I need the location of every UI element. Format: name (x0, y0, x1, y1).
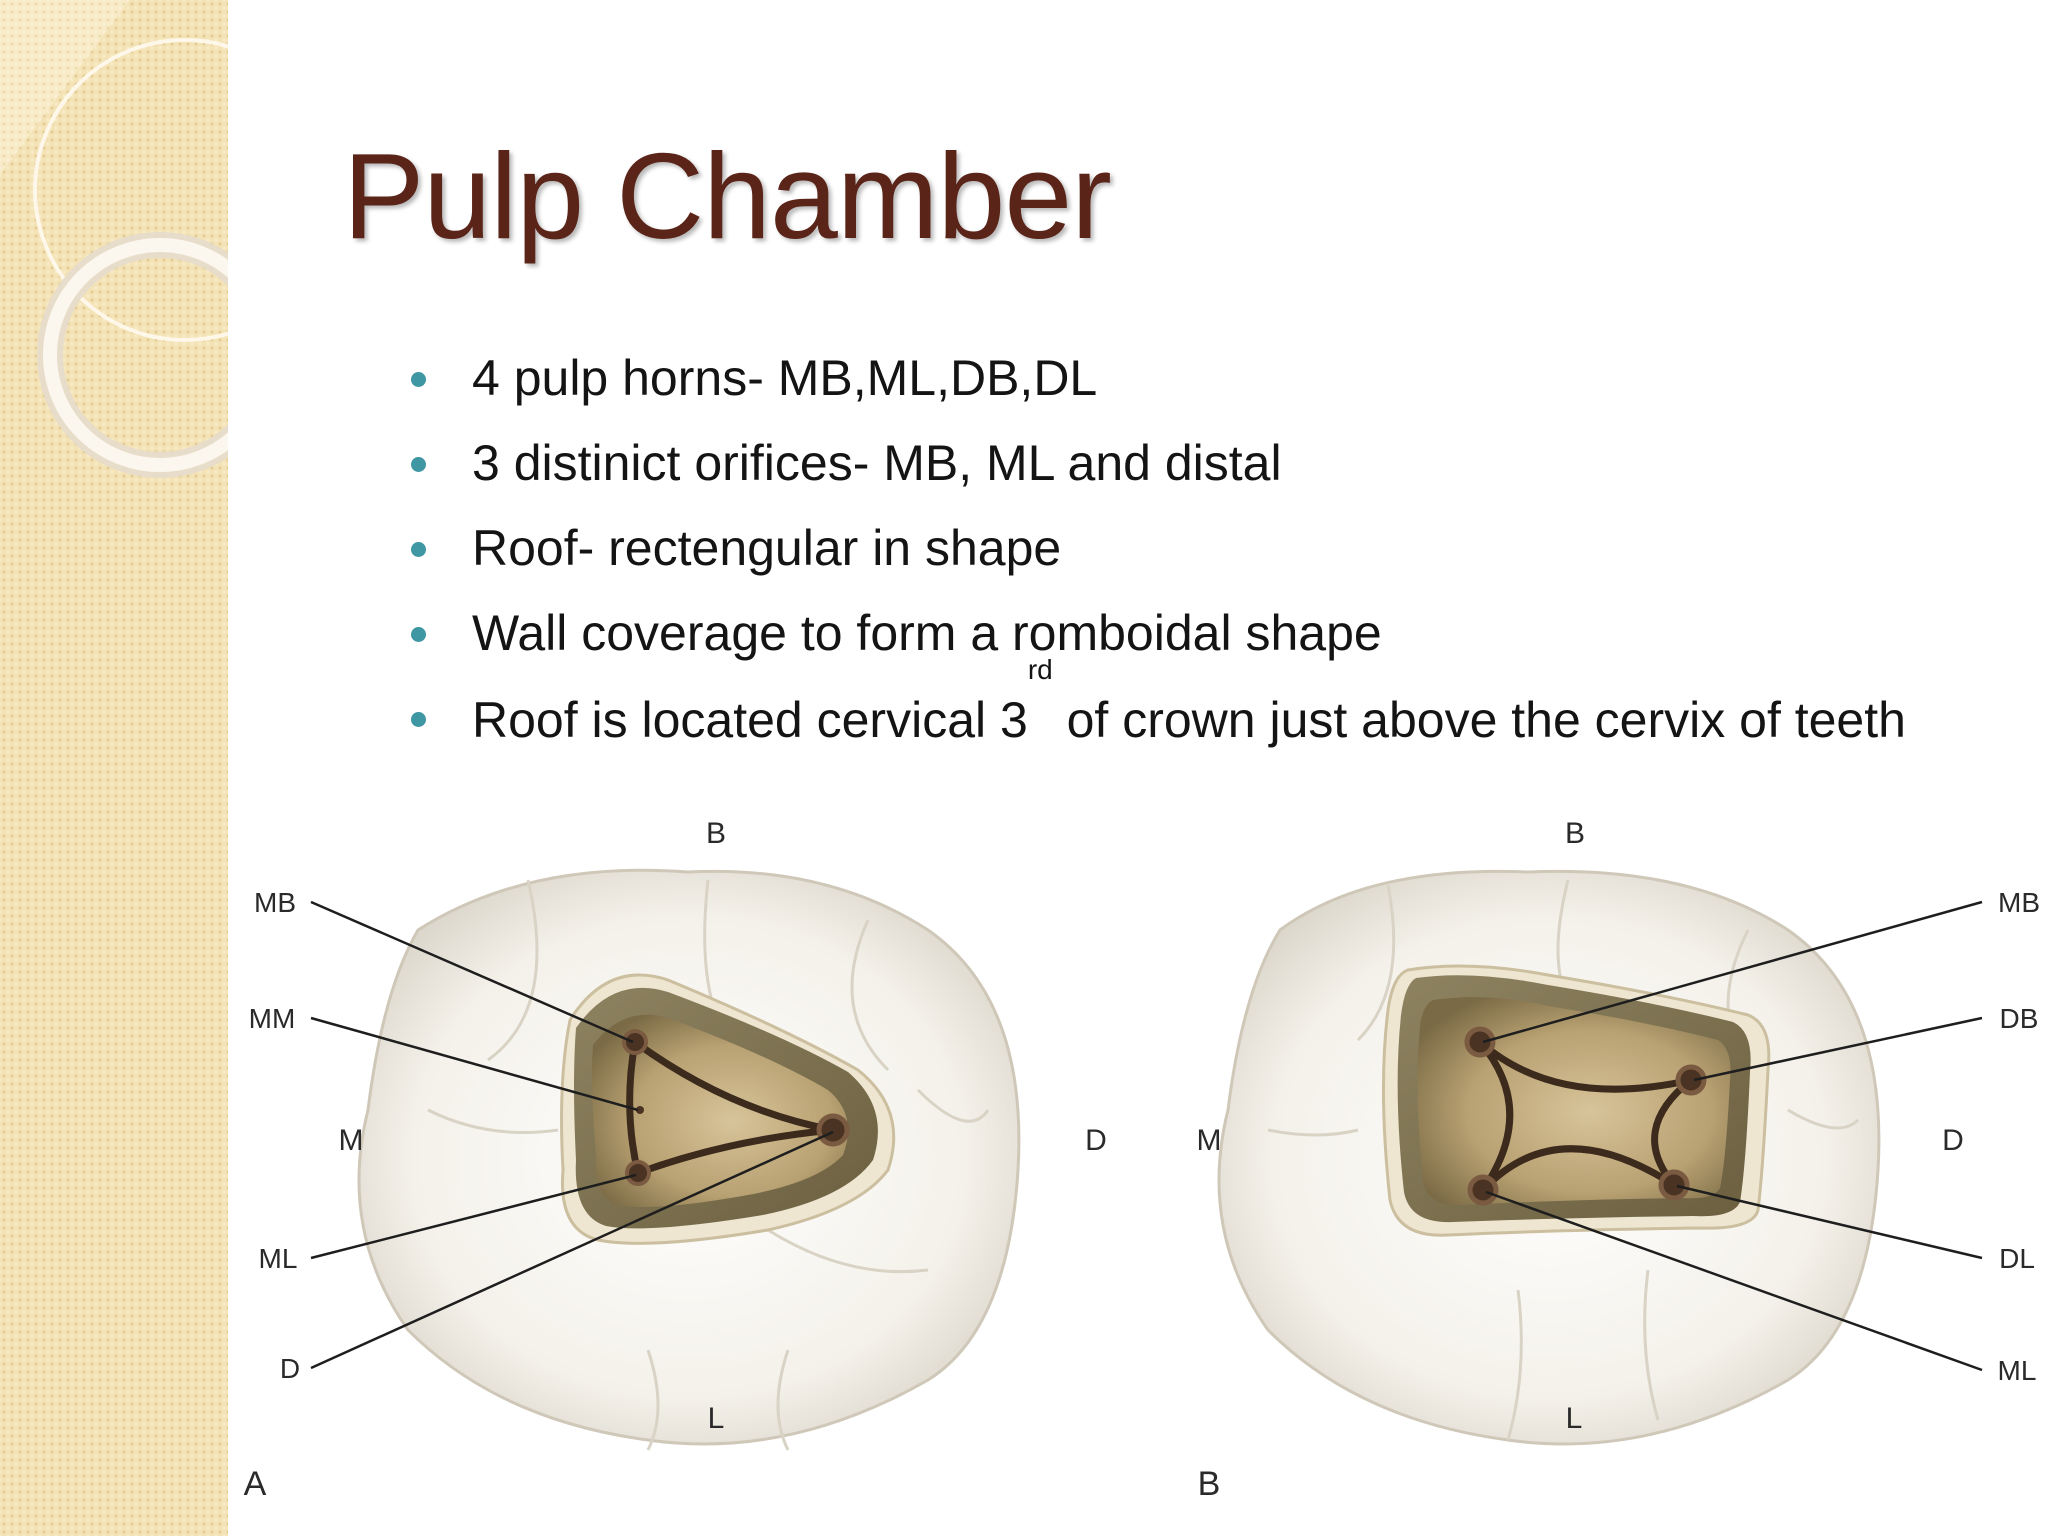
label-buccal-a: B (706, 817, 726, 850)
bullet-item: Roof- rectengular in shape (400, 506, 2020, 591)
callout-label: ML (259, 1243, 298, 1274)
label-distal-a: D (1085, 1124, 1107, 1157)
callout-lines-a (310, 900, 834, 1370)
callout-label: DL (1999, 1243, 2035, 1274)
slide-title: Pulp Chamber (343, 128, 1112, 264)
molar-diagram: B L M D MB MM ML D A B L M D MB DB DL ML… (244, 817, 2040, 1503)
bullet-list: 4 pulp horns- MB,ML,DB,DL 3 distinict or… (400, 336, 2020, 819)
callout-label: D (280, 1353, 300, 1384)
tooth-b (1217, 869, 1881, 1446)
callout-label: ML (1998, 1355, 2037, 1386)
bullet-item: 4 pulp horns- MB,ML,DB,DL (400, 336, 2020, 421)
bullet-item: Wall coverage to form a romboidal shape (400, 591, 2020, 676)
label-lingual-a: L (708, 1402, 725, 1435)
label-distal-b: D (1942, 1124, 1964, 1157)
sidebar-pattern (0, 0, 228, 1536)
callout-label: MM (249, 1003, 296, 1034)
panel-letter-a: A (244, 1465, 267, 1503)
callout-lines-b (1482, 900, 1983, 1372)
panel-letter-b: B (1198, 1465, 1221, 1503)
bullet-item: Roof is located cervical 3rd of crown ju… (400, 656, 2020, 764)
tooth-a (357, 868, 1021, 1451)
label-mesial-b: M (1197, 1124, 1222, 1157)
label-buccal-b: B (1565, 817, 1585, 850)
callout-label: DB (2000, 1003, 2039, 1034)
decorative-rings (0, 0, 228, 478)
callout-label: MB (254, 887, 296, 918)
label-lingual-b: L (1566, 1402, 1583, 1435)
label-mesial-a: M (339, 1124, 364, 1157)
callout-label: MB (1998, 887, 2040, 918)
bullet-item: 3 distinict orifices- MB, ML and distal (400, 421, 2020, 506)
